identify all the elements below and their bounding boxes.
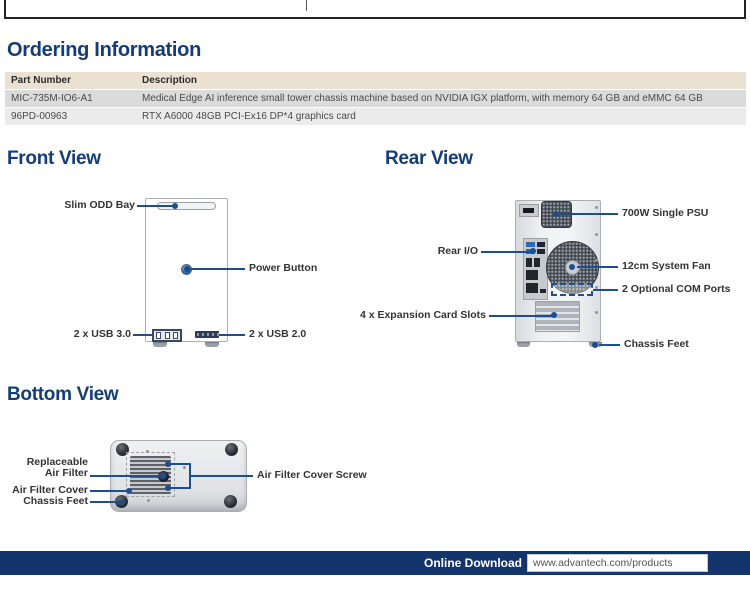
- usb3-ports-illustration: [152, 329, 182, 342]
- callout-dot: [172, 203, 178, 209]
- usb-port: [156, 332, 161, 339]
- io-port: [534, 258, 540, 267]
- chassis-foot: [225, 443, 238, 456]
- usb-port: [164, 332, 170, 339]
- callout-line: [599, 344, 620, 346]
- cover-screw-label: Air Filter Cover Screw: [257, 469, 367, 481]
- chassis-foot: [205, 342, 219, 347]
- callout-dot: [126, 488, 132, 494]
- callout-dot: [165, 461, 171, 467]
- system-fan-label: 12cm System Fan: [622, 260, 711, 272]
- chassis-foot: [224, 495, 237, 508]
- callout-dot: [553, 211, 559, 217]
- part-number-cell: MIC-735M-IO6-A1: [5, 88, 136, 107]
- usb-port: [173, 332, 178, 339]
- callout-line: [577, 266, 618, 268]
- online-download-label: Online Download: [424, 556, 522, 570]
- callout-dot: [592, 342, 598, 348]
- callout-dot: [551, 312, 557, 318]
- bottom-chassis-feet-label: Chassis Feet: [23, 495, 88, 507]
- usb-port: [526, 242, 535, 247]
- expansion-slots-label: 4 x Expansion Card Slots: [359, 309, 486, 321]
- description-cell: RTX A6000 48GB PCI-Ex16 DP*4 graphics ca…: [136, 106, 746, 125]
- screw: [146, 450, 149, 453]
- download-url-link[interactable]: www.advantech.com/products: [527, 554, 708, 572]
- callout-dot: [569, 264, 575, 270]
- screw: [595, 286, 598, 289]
- power-inlet: [519, 204, 539, 217]
- cropped-diagram-box: [4, 0, 746, 19]
- callout-line: [137, 205, 175, 207]
- usb2-ports-illustration: [195, 331, 219, 338]
- io-port: [526, 270, 538, 280]
- table-row: MIC-735M-IO6-A1 Medical Edge AI inferenc…: [5, 88, 746, 107]
- callout-line: [170, 463, 191, 465]
- callout-line: [90, 501, 120, 503]
- air-filter-cover-illustration: [126, 452, 175, 497]
- ordering-table: Part Number Description MIC-735M-IO6-A1 …: [5, 72, 746, 125]
- callout-line: [133, 334, 152, 336]
- usb3-label: 2 x USB 3.0: [73, 328, 131, 340]
- io-port: [526, 283, 538, 293]
- col-header-description: Description: [136, 72, 746, 89]
- io-port: [540, 289, 546, 293]
- screw: [595, 206, 598, 209]
- odd-bay-label: Slim ODD Bay: [64, 199, 135, 211]
- table-header-row: Part Number Description: [5, 72, 746, 89]
- front-view-title: Front View: [7, 148, 101, 169]
- screw: [183, 466, 186, 469]
- screw: [595, 233, 598, 236]
- callout-line: [90, 490, 128, 492]
- ordering-information-title: Ordering Information: [7, 39, 202, 61]
- callout-line: [560, 213, 618, 215]
- screw: [595, 311, 598, 314]
- callout-dot: [160, 473, 166, 479]
- table-row: 96PD-00963 RTX A6000 48GB PCI-Ex16 DP*4 …: [5, 106, 746, 125]
- chassis-foot: [517, 342, 530, 347]
- power-button-label: Power Button: [249, 262, 318, 274]
- rear-io-panel: [523, 238, 548, 300]
- callout-dot: [530, 248, 536, 254]
- air-filter-cover-label: Air Filter Cover: [12, 484, 88, 496]
- usb2-label: 2 x USB 2.0: [249, 328, 307, 340]
- callout-line: [189, 463, 191, 489]
- callout-line: [593, 289, 618, 291]
- dimension-tick: [306, 0, 307, 11]
- callout-line: [481, 251, 531, 253]
- io-port: [537, 242, 545, 247]
- rear-chassis-feet-label: Chassis Feet: [624, 338, 689, 350]
- callout-line: [191, 268, 245, 270]
- rear-io-label: Rear I/O: [437, 245, 478, 257]
- screw: [147, 499, 150, 502]
- description-cell: Medical Edge AI inference small tower ch…: [136, 88, 746, 107]
- optional-com-ports-area: [551, 283, 593, 296]
- callout-line: [191, 475, 253, 477]
- replaceable-air-filter-label-line1: Replaceable: [26, 456, 88, 468]
- callout-line: [170, 487, 191, 489]
- psu-label: 700W Single PSU: [622, 207, 709, 219]
- bottom-view-title: Bottom View: [7, 384, 119, 405]
- power-inlet-socket: [523, 208, 534, 213]
- io-port: [537, 249, 545, 254]
- replaceable-air-filter-label-line2: Air Filter: [44, 467, 88, 479]
- chassis-foot: [116, 443, 129, 456]
- callout-dot: [184, 266, 190, 272]
- callout-line: [489, 315, 552, 317]
- callout-line: [219, 334, 245, 336]
- rear-view-title: Rear View: [385, 148, 473, 169]
- col-header-part-number: Part Number: [5, 72, 136, 89]
- part-number-cell: 96PD-00963: [5, 106, 136, 125]
- io-port: [526, 258, 532, 267]
- screw: [595, 259, 598, 262]
- callout-dot: [119, 499, 125, 505]
- chassis-foot: [153, 342, 167, 347]
- callout-line: [90, 475, 161, 477]
- callout-dot: [165, 485, 171, 491]
- com-ports-label: 2 Optional COM Ports: [622, 283, 731, 295]
